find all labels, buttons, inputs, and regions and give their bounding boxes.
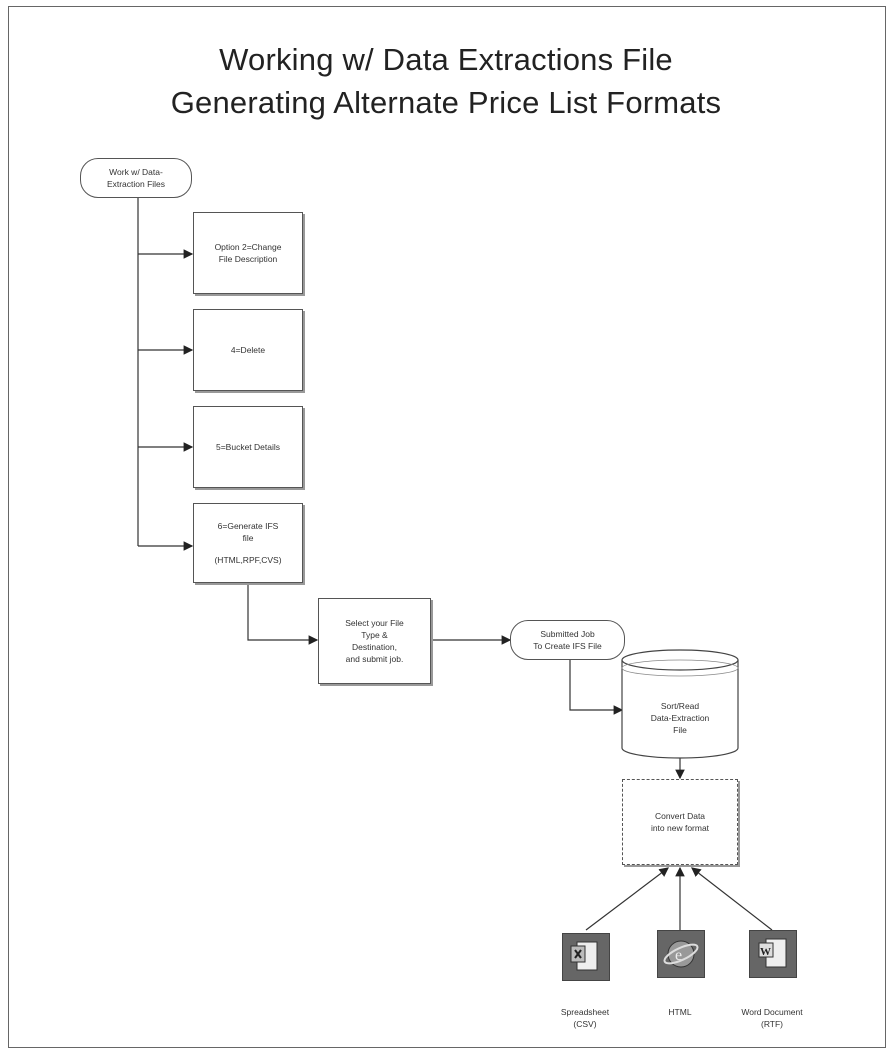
html-caption: HTML <box>668 1007 692 1017</box>
option2-label: Option 2=Change File Description <box>214 242 282 264</box>
word-document-icon: W <box>749 930 797 978</box>
word-document-icon-glyph: W <box>758 938 787 968</box>
spreadsheet-caption: Spreadsheet (CSV) <box>560 1007 610 1029</box>
generate-ifs-formats: (HTML,RPF,CVS) <box>214 555 282 565</box>
start-node: Work w/ Data- Extraction Files <box>80 158 192 198</box>
start-node-label: Work w/ Data- Extraction Files <box>106 167 166 189</box>
submitted-job-node: Submitted Job To Create IFS File <box>510 620 625 660</box>
svg-text:e: e <box>675 947 682 964</box>
bucket-details-box: 5=Bucket Details <box>193 406 303 488</box>
bucket-details-label: 5=Bucket Details <box>215 442 281 452</box>
sortread-label: Sort/Read Data-Extraction File <box>650 701 710 735</box>
arrow-to-select <box>247 582 319 645</box>
svg-text:W: W <box>760 946 771 958</box>
select-file-label: Select your File Type & Destination, and… <box>345 618 404 664</box>
select-file-box: Select your File Type & Destination, and… <box>318 598 431 684</box>
word-document-caption: Word Document (RTF) <box>741 1007 803 1029</box>
arrow-spreadsheet-to-convert <box>585 867 669 931</box>
title-line-1: Working w/ Data Extractions File <box>219 42 673 77</box>
generate-ifs-label: 6=Generate IFS file <box>217 521 279 543</box>
arrow-to-sortread <box>569 660 624 715</box>
spreadsheet-icon <box>562 933 610 981</box>
sortread-cylinder <box>621 649 739 759</box>
html-icon: e <box>657 930 705 978</box>
delete-box: 4=Delete <box>193 309 303 391</box>
arrow-word-to-convert <box>691 867 773 931</box>
title-line-2: Generating Alternate Price List Formats <box>170 85 722 120</box>
convert-box: Convert Data into new format <box>622 779 738 865</box>
submitted-job-label: Submitted Job To Create IFS File <box>533 629 602 651</box>
generate-ifs-box: 6=Generate IFS file (HTML,RPF,CVS) <box>193 503 303 583</box>
spreadsheet-icon-glyph <box>570 941 598 971</box>
convert-label: Convert Data into new format <box>650 811 710 833</box>
html-icon-glyph: e <box>663 940 699 968</box>
option2-box: Option 2=Change File Description <box>193 212 303 294</box>
delete-label: 4=Delete <box>230 345 266 355</box>
